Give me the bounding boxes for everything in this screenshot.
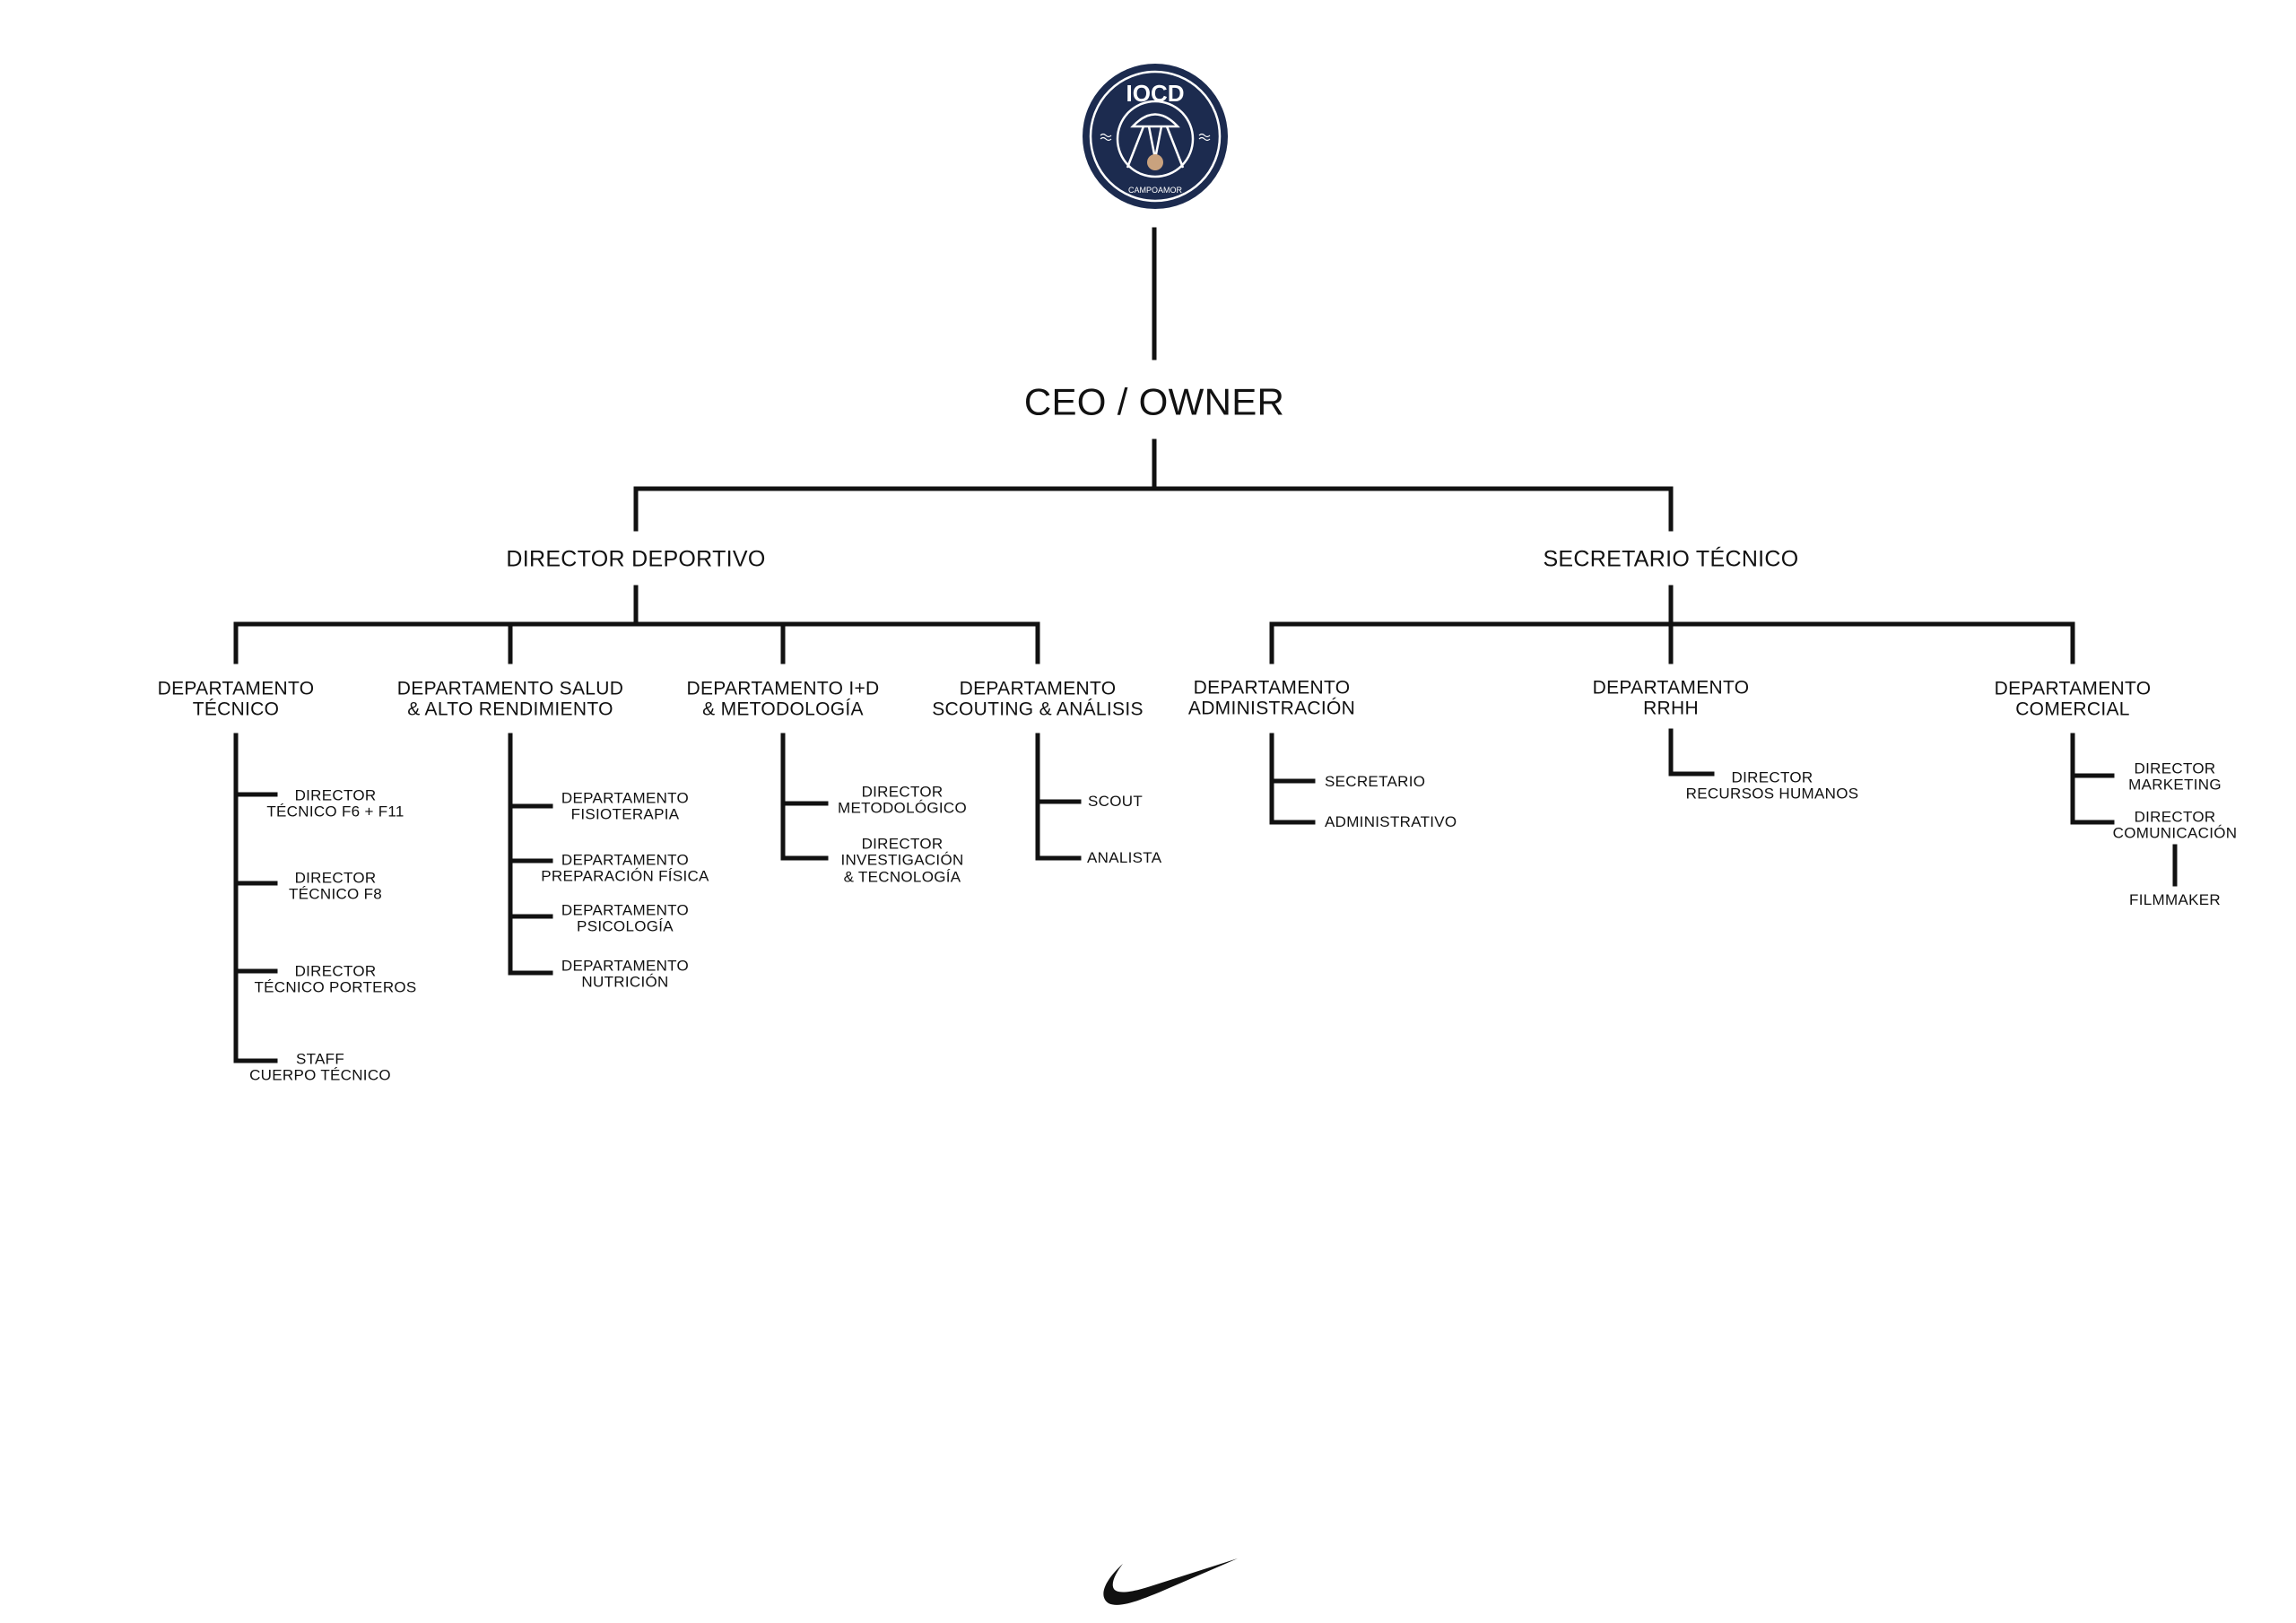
role-node: DIRECTOR COMUNICACIÓN — [2112, 808, 2238, 842]
role-node: DEPARTAMENTO PSICOLOGÍA — [561, 901, 690, 935]
role-node: DIRECTOR TÉCNICO F8 — [288, 869, 383, 903]
role-node: DIRECTOR TÉCNICO F6 + F11 — [266, 786, 404, 820]
role-node: DIRECTOR TÉCNICO PORTEROS — [254, 962, 417, 996]
nike-swoosh-logo — [1103, 1558, 1238, 1605]
dept-administracion: DEPARTAMENTO ADMINISTRACIÓN — [1187, 677, 1356, 718]
dept-rrhh: DEPARTAMENTO RRHH — [1592, 677, 1750, 718]
svg-text:CAMPOAMOR: CAMPOAMOR — [1128, 186, 1183, 195]
role-node: DEPARTAMENTO NUTRICIÓN — [561, 957, 690, 991]
ceo-owner-node: CEO / OWNER — [1023, 380, 1285, 423]
dept-comercial: DEPARTAMENTO COMERCIAL — [1994, 678, 2152, 719]
dept-salud: DEPARTAMENTO SALUD & ALTO RENDIMIENTO — [396, 678, 624, 719]
role-node: SECRETARIO — [1325, 772, 1426, 790]
role-node: ADMINISTRATIVO — [1325, 812, 1457, 830]
role-node: STAFF CUERPO TÉCNICO — [249, 1050, 391, 1084]
dept-scouting: DEPARTAMENTO SCOUTING & ANÁLISIS — [932, 678, 1144, 719]
dept-tecnico: DEPARTAMENTO TÉCNICO — [157, 678, 315, 719]
role-node: DIRECTOR RECURSOS HUMANOS — [1685, 768, 1859, 803]
role-node: DEPARTAMENTO FISIOTERAPIA — [561, 789, 690, 823]
role-node: DEPARTAMENTO PREPARACIÓN FÍSICA — [541, 851, 709, 885]
dept-id-metodologia: DEPARTAMENTO I+D & METODOLOGÍA — [686, 678, 880, 719]
secretario-tecnico-node: SECRETARIO TÉCNICO — [1543, 546, 1799, 572]
role-node: SCOUT — [1088, 792, 1143, 810]
role-node: FILMMAKER — [2129, 890, 2221, 908]
role-node: DIRECTOR INVESTIGACIÓN & TECNOLOGÍA — [840, 835, 964, 886]
role-node: DIRECTOR MARKETING — [2128, 759, 2222, 794]
role-node: ANALISTA — [1087, 848, 1162, 866]
iocd-campoamor-logo: IOCD CAMPOAMOR — [1083, 64, 1228, 209]
role-node: DIRECTOR METODOLÓGICO — [837, 783, 968, 817]
director-deportivo-node: DIRECTOR DEPORTIVO — [506, 546, 766, 572]
svg-text:IOCD: IOCD — [1126, 80, 1185, 107]
